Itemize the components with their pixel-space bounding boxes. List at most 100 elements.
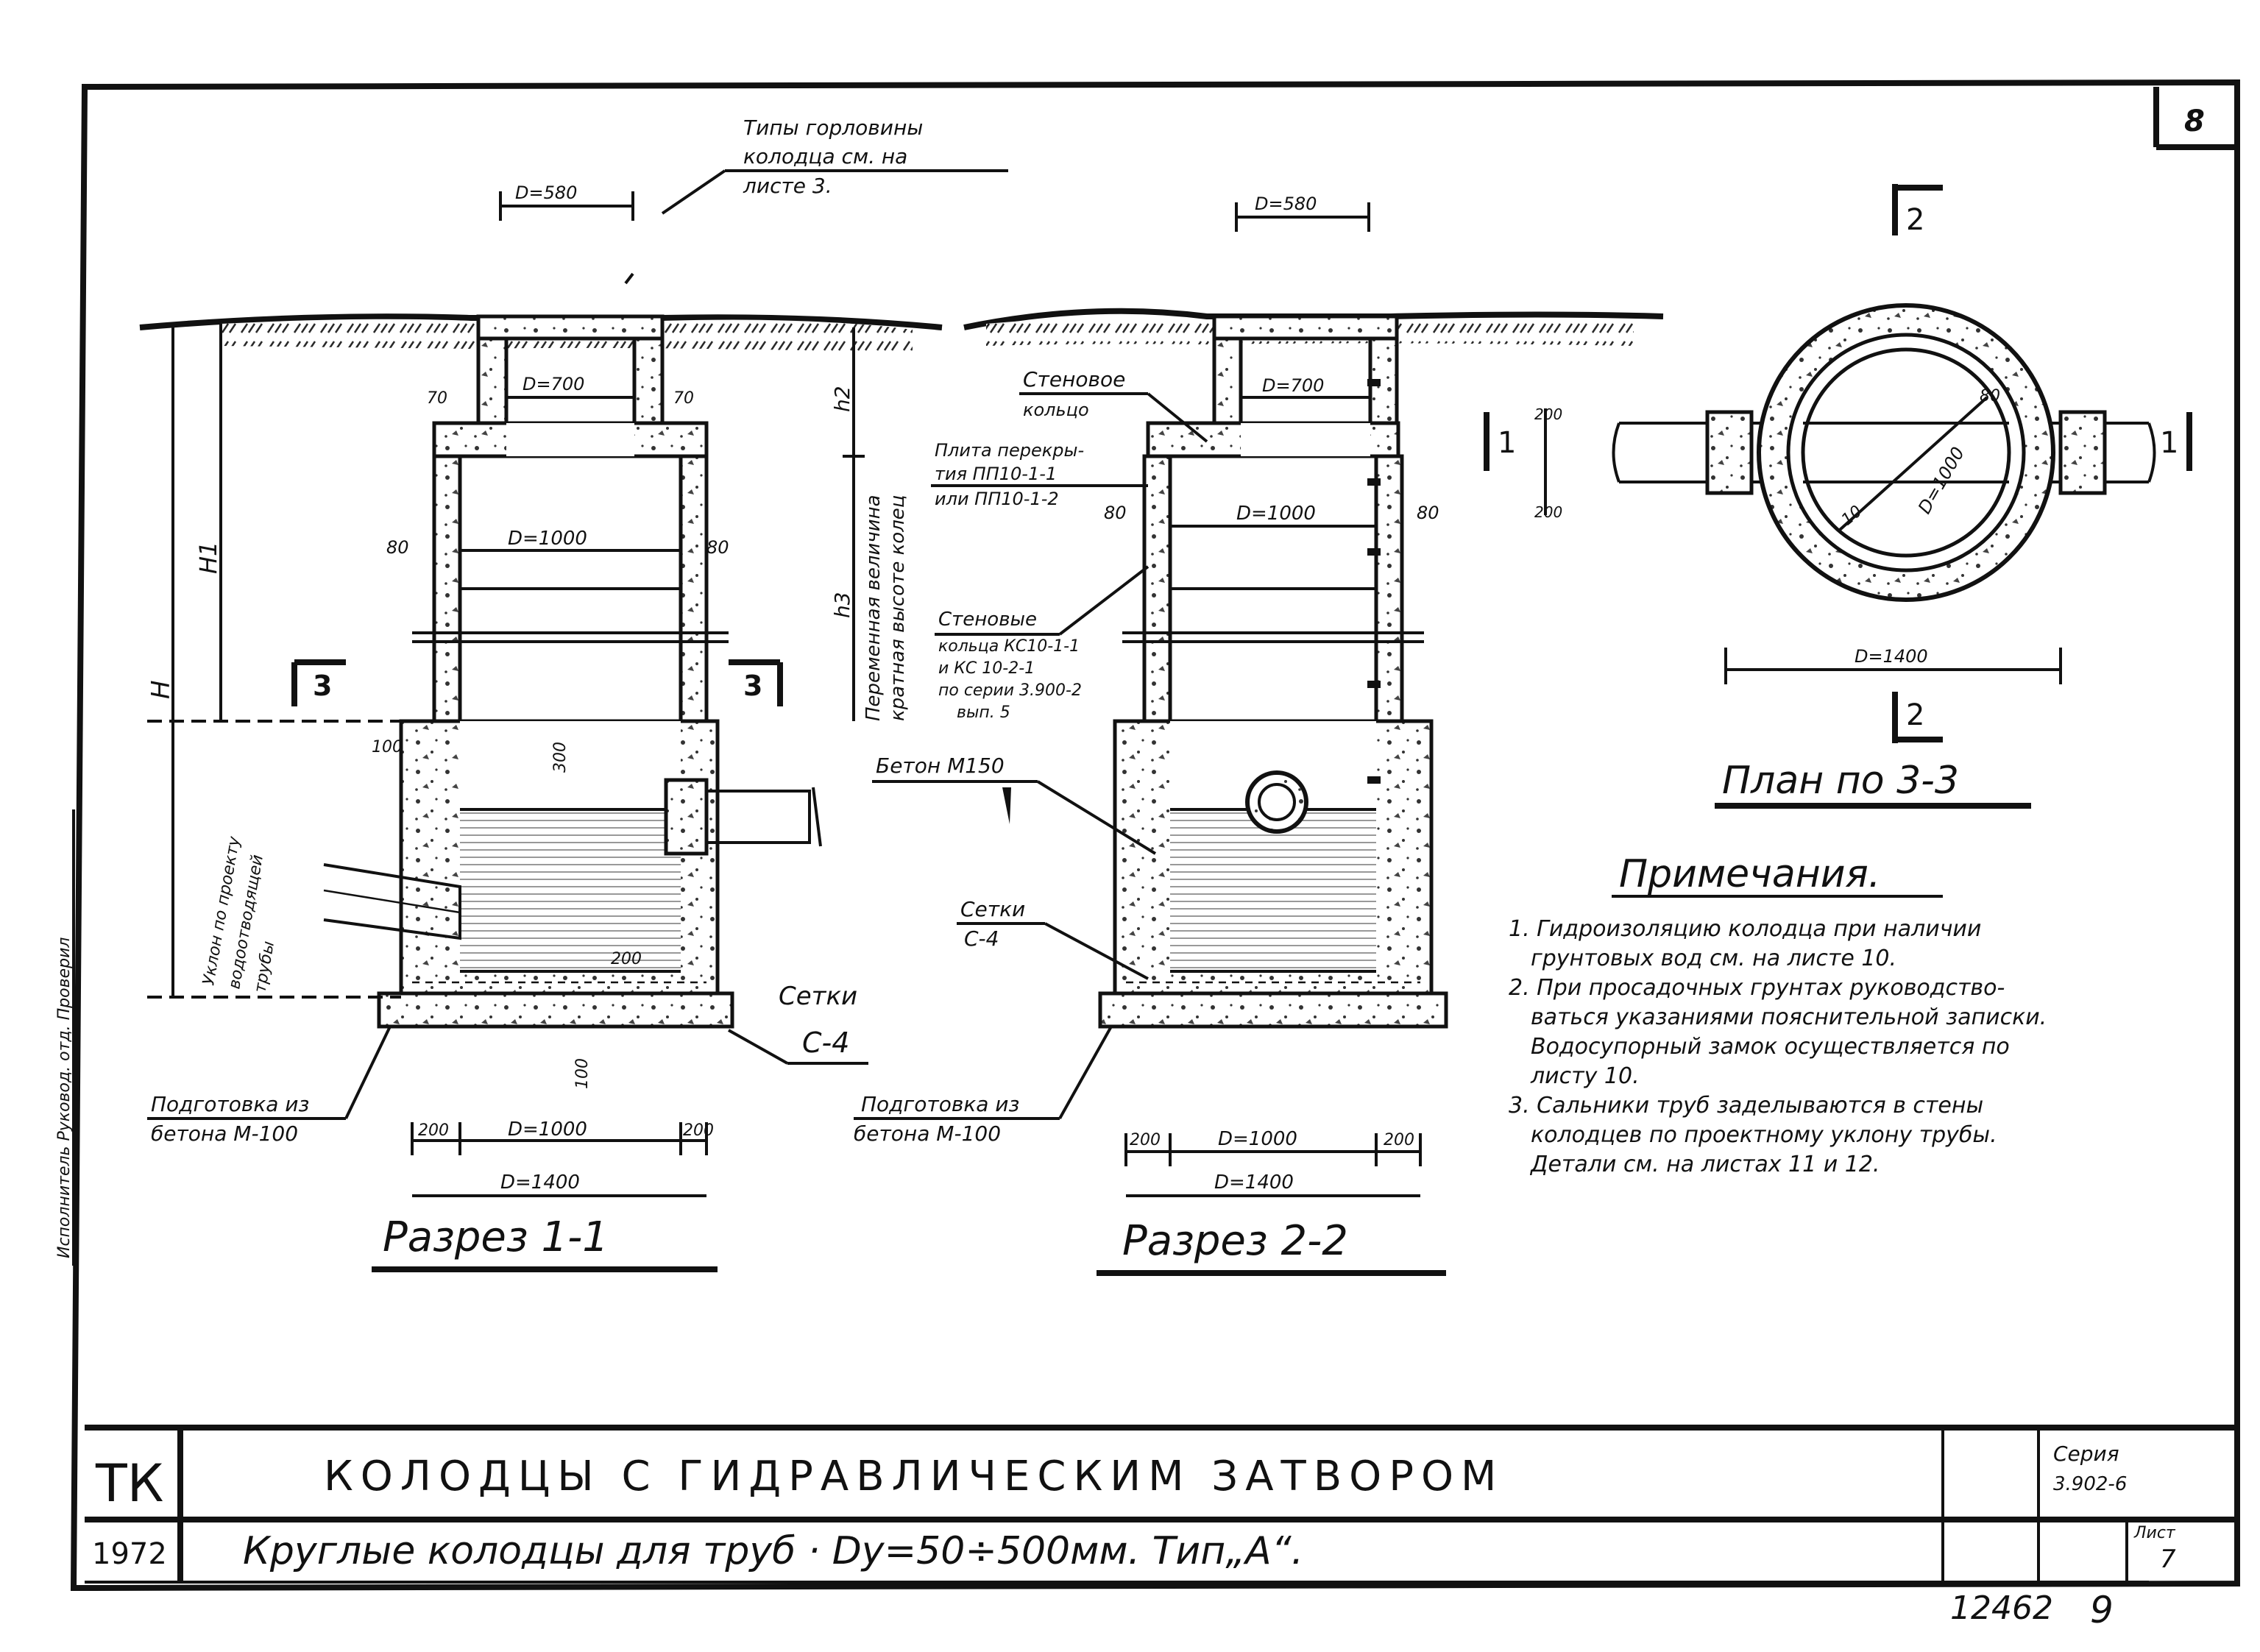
- plan-dim-outer: D=1400: [1855, 646, 1928, 667]
- s2-step: [1367, 379, 1381, 386]
- s2-ladder-steps: [1367, 379, 1381, 784]
- s1-prep-label-1: Подготовка из: [151, 1092, 309, 1116]
- s1-cut-right-label: 3: [743, 670, 762, 702]
- s2-wall-ring-label-1: Стеновое: [1023, 367, 1125, 391]
- s2-prep-label-2: бетона М-100: [854, 1121, 1001, 1146]
- tb-doc-number: 12462: [1950, 1589, 2053, 1627]
- s1-dim-ring: D=1000: [508, 528, 587, 550]
- s2-slab-opening: [1241, 423, 1370, 456]
- s1-water: [460, 809, 681, 971]
- tb-series-label: Серия: [2053, 1442, 2119, 1466]
- plan-dim-ring: 80: [1980, 387, 2000, 405]
- s1-dim-base-side-r: 200: [683, 1121, 714, 1140]
- s2-concrete-marker: [1002, 787, 1011, 824]
- s2-rings-label-2: кольца КС10-1-1: [938, 637, 1080, 656]
- s1-hatch-frame: [476, 314, 665, 341]
- tb-series-value: 3.902-6: [2053, 1473, 2127, 1495]
- note-line-6: листу 10.: [1530, 1063, 1640, 1089]
- s1-dim-hbase: 100: [573, 1058, 592, 1089]
- s2-dim-neck: D=580: [1255, 194, 1317, 214]
- tb-year: 1972: [92, 1537, 167, 1571]
- s1-cut-left-label: 3: [313, 670, 332, 702]
- note-line-7: 3. Сальники труб заделываются в стены: [1509, 1093, 1983, 1119]
- s2-dim-ring: D=1000: [1236, 503, 1316, 525]
- note-line-4: ваться указаниями пояснительной записки.: [1531, 1004, 2047, 1030]
- top-note: Типы горловины колодца см. на листе 3.: [624, 116, 1008, 285]
- s1-dim-h100: 100: [372, 738, 403, 756]
- s1-vertical-note-2: кратная высоте колец: [887, 494, 909, 721]
- tb-sheet-label: Лист: [2133, 1524, 2176, 1542]
- s2-pipe-inner: [1258, 783, 1296, 821]
- s1-prep-leader: [344, 1026, 392, 1119]
- s2-dim-base-side-l: 200: [1130, 1131, 1161, 1149]
- s1-mesh-leader: [728, 1029, 788, 1065]
- side-stamp-text: Исполнитель Руковод. отд. Проверил: [55, 937, 74, 1258]
- s2-mesh-label-2: С-4: [964, 926, 999, 951]
- note-line-5: Водосупорный замок осуществляется по: [1531, 1034, 2010, 1060]
- s1-ground-line: [139, 313, 943, 330]
- s2-water: [1170, 809, 1376, 971]
- plan-cut-left-label: 1: [1498, 426, 1516, 460]
- s1-slab-opening: [506, 423, 634, 456]
- s2-rings-label-1: Стеновые: [938, 609, 1037, 631]
- s2-hatch-frame: [1212, 314, 1399, 341]
- s1-preparation: [377, 991, 734, 1029]
- plan-pipe-left-end: [1612, 422, 1620, 483]
- s2-slab-label-2: тия ПП10-1-1: [935, 464, 1057, 484]
- s1-dim-H1: H1: [194, 542, 222, 574]
- plan-title: План по 3-3: [1722, 759, 1959, 803]
- s1-dim-neck-left: 70: [427, 389, 447, 408]
- plan-gland-left: [1705, 410, 1754, 495]
- tb-page-number: 9: [2090, 1589, 2114, 1631]
- note-line-2: грунтовых вод см. на листе 10.: [1531, 946, 1896, 971]
- s1-prep-label-2: бетона М-100: [151, 1121, 298, 1146]
- s1-dim-h300: 300: [551, 742, 570, 773]
- s1-dim-neck-right: 70: [673, 389, 694, 408]
- s1-outlet-gland: [664, 778, 709, 856]
- plan-cut-top-label: 2: [1906, 203, 1924, 237]
- note-line-8: колодцев по проектному уклону трубы.: [1531, 1122, 1997, 1148]
- s2-rings-label-4: по серии 3.900-2: [938, 681, 1082, 700]
- s2-dim-wall-right: 80: [1417, 503, 1439, 523]
- s2-dim-base-side-r: 200: [1384, 1131, 1414, 1149]
- s2-preparation: [1098, 991, 1448, 1029]
- section-1-1: H H1 h2 h3 Переменная величина кратная в…: [139, 182, 943, 1272]
- s2-concrete-leader: [1036, 780, 1157, 855]
- title-block: [85, 1425, 2237, 1584]
- s1-dim-h3: h3: [830, 592, 854, 618]
- plan-diameter-line: [1838, 396, 1988, 531]
- top-note-leader-2: [624, 272, 634, 285]
- note-line-3: 2. При просадочных грунтах руководство-: [1509, 975, 2005, 1001]
- s2-slab-label-1: Плита перекры-: [935, 440, 1084, 461]
- s2-rings-leader: [1058, 565, 1150, 636]
- s2-step: [1367, 548, 1381, 556]
- s2-dim-neck-inner: D=700: [1262, 375, 1324, 396]
- plan-3-3: D=1000 80 10 D=1400 200 200 2 2 1 1 План…: [1484, 184, 2192, 809]
- s2-mesh-label-1: Сетки: [960, 897, 1025, 921]
- note-line-9: Детали см. на листах 11 и 12.: [1529, 1152, 1880, 1177]
- sheet-frame: [70, 79, 2240, 1592]
- s2-prep-label-1: Подготовка из: [861, 1092, 1019, 1116]
- notes-title: Примечания.: [1619, 852, 1880, 896]
- s1-inlet-pipe-axis: [323, 889, 461, 914]
- plan-dim-left-top: 200: [1534, 405, 1562, 423]
- s2-step: [1367, 776, 1381, 784]
- s2-wall-ring-label-2: кольцо: [1023, 400, 1089, 420]
- s1-outlet-pipe: [664, 778, 822, 856]
- s2-rings-label-3: и КС 10-2-1: [938, 659, 1035, 678]
- s1-ring-left: [432, 454, 462, 723]
- s2-prep-leader: [1058, 1026, 1113, 1119]
- s1-ring-right: [679, 454, 709, 723]
- plan-pipe-right-end: [2147, 422, 2156, 483]
- s1-dim-wall-right: 80: [706, 537, 729, 558]
- s1-title: Разрез 1-1: [383, 1213, 609, 1261]
- s2-mesh-leader: [1044, 922, 1149, 980]
- side-stamp: Исполнитель Руковод. отд. Проверил: [55, 809, 75, 1266]
- note-line-1: 1. Гидроизоляцию колодца при наличии: [1509, 916, 1981, 942]
- s1-vertical-note-1: Переменная величина: [862, 494, 885, 721]
- s1-dim-base-side-l: 200: [418, 1121, 449, 1140]
- tb-main-title: КОЛОДЦЫ С ГИДРАВЛИЧЕСКИМ ЗАТВОРОМ: [324, 1453, 1503, 1500]
- plan-cut-right-label: 1: [2160, 426, 2178, 460]
- tb-subtitle: Круглые колодцы для труб · Dy=50÷500мм. …: [243, 1529, 1303, 1573]
- plan-gland-right: [2058, 410, 2107, 495]
